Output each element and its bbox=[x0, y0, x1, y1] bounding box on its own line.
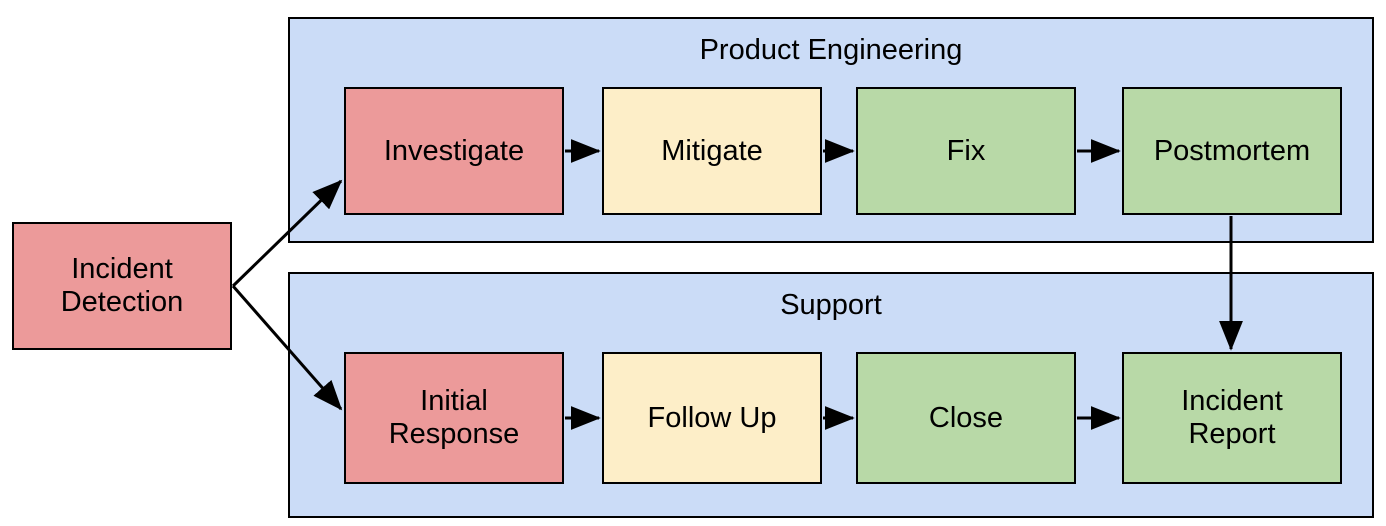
connector-detection-to-investigate bbox=[231, 179, 343, 288]
connector-detection-to-initial-response bbox=[231, 285, 343, 411]
node-fix[interactable]: Fix bbox=[856, 87, 1076, 215]
node-incident-detection[interactable]: Incident Detection bbox=[12, 222, 232, 350]
node-postmortem[interactable]: Postmortem bbox=[1122, 87, 1342, 215]
node-label-postmortem: Postmortem bbox=[1153, 134, 1311, 167]
node-label-mitigate: Mitigate bbox=[661, 134, 763, 167]
node-initial-response[interactable]: Initial Response bbox=[344, 352, 564, 484]
node-label-investigate: Investigate bbox=[383, 134, 525, 167]
node-mitigate[interactable]: Mitigate bbox=[602, 87, 822, 215]
swimlane-title-support: Support bbox=[780, 289, 882, 321]
node-investigate[interactable]: Investigate bbox=[344, 87, 564, 215]
node-label-follow-up: Follow Up bbox=[647, 401, 777, 434]
node-label-incident-detection: Incident Detection bbox=[60, 253, 184, 318]
node-follow-up[interactable]: Follow Up bbox=[602, 352, 822, 484]
node-label-close: Close bbox=[928, 401, 1004, 434]
node-close[interactable]: Close bbox=[856, 352, 1076, 484]
swimlane-title-product-engineering: Product Engineering bbox=[699, 34, 963, 66]
node-label-fix: Fix bbox=[946, 134, 986, 167]
node-label-incident-report: Incident Report bbox=[1181, 385, 1283, 450]
node-incident-report[interactable]: Incident Report bbox=[1122, 352, 1342, 484]
node-label-initial-response: Initial Response bbox=[388, 385, 520, 450]
